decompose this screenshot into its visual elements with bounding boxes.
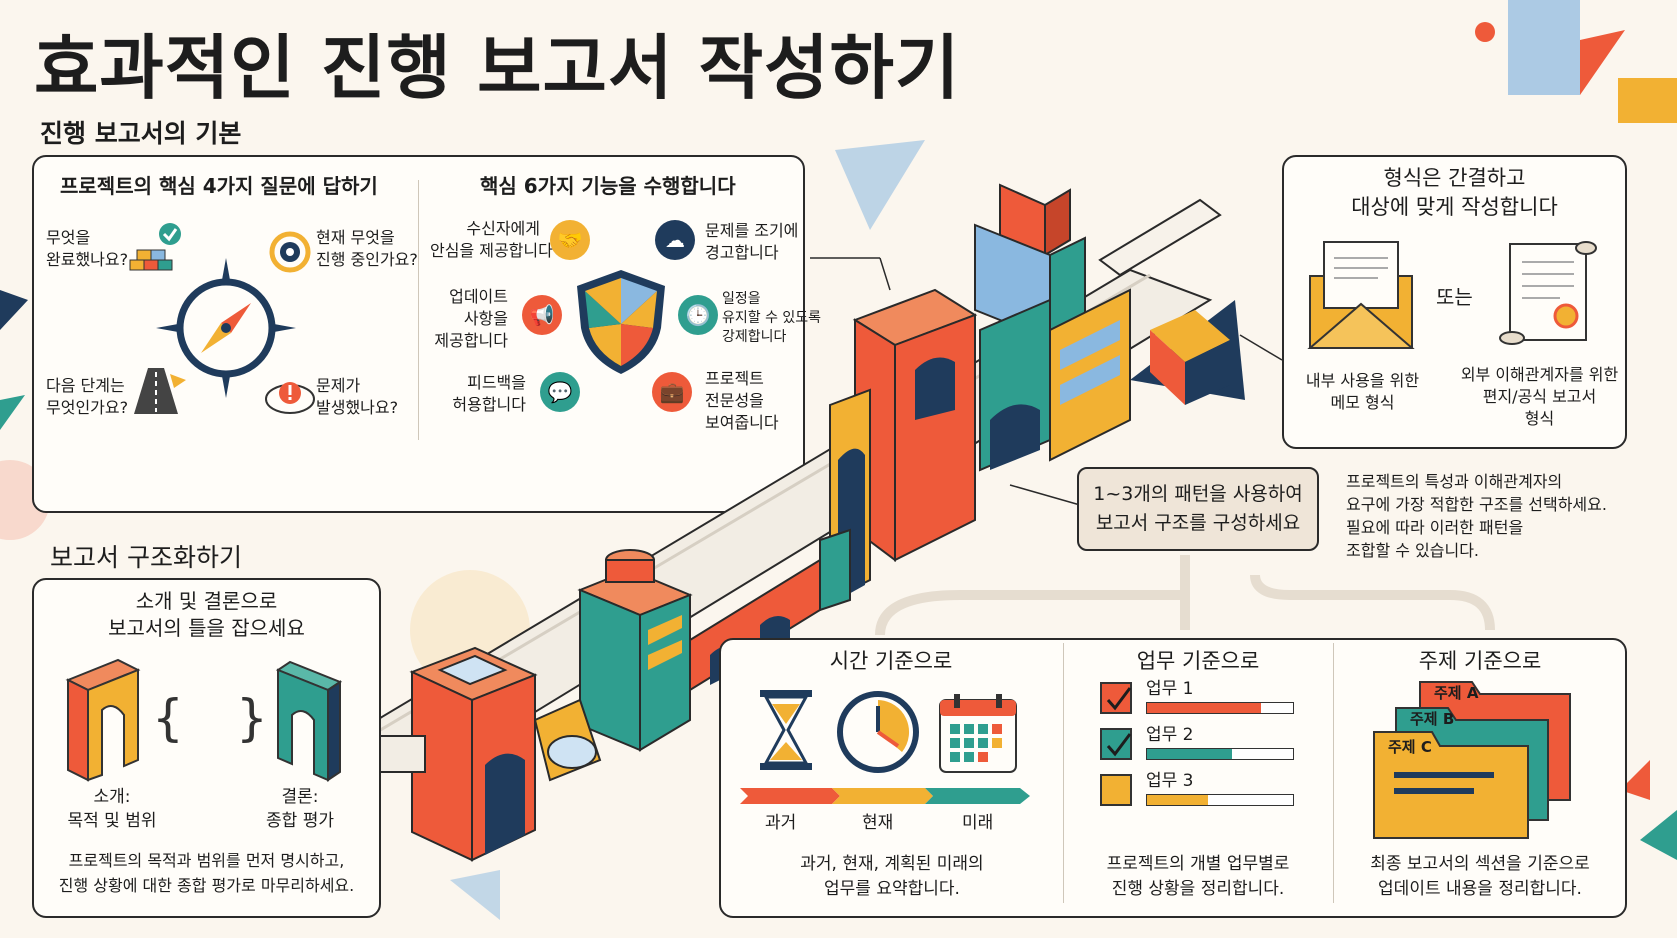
timeline-present: 현재 — [862, 813, 894, 833]
function-warn: 문제를 조기에 경고합니다 — [705, 221, 799, 262]
timeline-future: 미래 — [962, 813, 994, 833]
task-label: 업무 2 — [1146, 725, 1194, 745]
topic-pattern-description: 최종 보고서의 섹션을 기준으로 업데이트 내용을 정리합니다. — [1370, 854, 1590, 899]
road-icon — [134, 368, 186, 414]
task-progress-fill — [1147, 749, 1232, 759]
svg-text:{: { — [152, 689, 184, 747]
question-in-progress: 현재 무엇을 진행 중인가요? — [316, 228, 418, 269]
conclusion-label: 결론: 종합 평가 — [266, 787, 334, 831]
pattern-callout — [1077, 467, 1319, 551]
svg-text:}: } — [236, 689, 268, 747]
megaphone-icon: 📢 — [522, 295, 562, 335]
briefcase-icon: 💼 — [652, 372, 692, 412]
task-progress-bar — [1146, 748, 1294, 760]
task-progress-bar — [1146, 794, 1294, 806]
function-updates: 업데이트 사항을 제공합니다 — [434, 287, 508, 350]
topic-pattern-heading: 주제 기준으로 — [1418, 649, 1542, 673]
chat-bubble-icon: 💬 — [540, 372, 580, 412]
timeline-past: 과거 — [765, 813, 797, 833]
page-title: 효과적인 진행 보고서 작성하기 — [34, 27, 961, 109]
handshake-icon: 🤝 — [550, 220, 590, 260]
memo-format-label: 내부 사용을 위한 메모 형식 — [1305, 371, 1420, 412]
envelope-icon — [1307, 241, 1415, 349]
task-progress-bar — [1146, 702, 1294, 714]
shield-icon — [577, 270, 665, 374]
task-progress-fill — [1147, 703, 1261, 713]
task-checkbox — [1100, 682, 1132, 714]
topic-b-label: 주제 B — [1410, 710, 1455, 728]
basics-divider — [418, 180, 419, 440]
questions-heading: 프로젝트의 핵심 4가지 질문에 답하기 — [60, 174, 378, 198]
hourglass-icon — [760, 690, 812, 770]
function-reassure: 수신자에게 안심을 제공합니다 — [430, 219, 553, 260]
time-pattern-description: 과거, 현재, 계획된 미래의 업무를 요약합니다. — [800, 854, 984, 899]
blocks-checkmark-icon — [129, 223, 181, 271]
function-feedback: 피드백을 허용합니다 — [452, 373, 526, 414]
task-pattern-heading: 업무 기준으로 — [1136, 649, 1260, 673]
letter-format-label: 외부 이해관계자를 위한 편지/공식 보고서 형식 — [1460, 365, 1619, 428]
question-problems: 문제가 발생했나요? — [316, 376, 399, 417]
pattern-note: 프로젝트의 특성과 이해관계자의 요구에 가장 적합한 구조를 선택하세요. 필… — [1346, 472, 1607, 560]
or-label: 또는 — [1436, 285, 1473, 309]
calendar-icon — [939, 694, 1017, 773]
question-next-steps: 다음 단계는 무엇인가요? — [46, 376, 129, 417]
functions-heading: 핵심 6가지 기능을 수행합니다 — [480, 174, 736, 198]
clock-icon: 🕒 — [678, 295, 718, 335]
basics-heading: 진행 보고서의 기본 — [40, 119, 242, 148]
topic-a-label: 주제 A — [1434, 684, 1479, 702]
pattern-callout-text: 1~3개의 패턴을 사용하여 보고서 구조를 구성하세요 — [1093, 483, 1303, 534]
topic-c-label: 주제 C — [1388, 738, 1432, 756]
intro-label: 소개: 목적 및 범위 — [67, 787, 157, 831]
storm-cloud-icon: ☁ — [655, 220, 695, 260]
gear-cycle-icon — [269, 231, 311, 273]
structure-heading: 보고서 구조화하기 — [50, 543, 242, 572]
patterns-divider-2 — [1333, 643, 1334, 903]
scroll-letter-icon — [1499, 241, 1597, 345]
format-heading: 형식은 간결하고 대상에 맞게 작성합니다 — [1351, 166, 1558, 219]
arch-brackets-icon: { } — [65, 658, 343, 782]
timeline-arrow — [740, 788, 1030, 804]
frame-heading: 소개 및 결론으로 보고서의 틀을 잡으세요 — [108, 589, 305, 640]
patterns-divider-1 — [1063, 643, 1064, 903]
task-checkbox — [1100, 728, 1132, 760]
function-expertise: 프로젝트 전문성을 보여줍니다 — [705, 369, 779, 432]
compass-icon — [156, 258, 296, 398]
frame-description: 프로젝트의 목적과 범위를 먼저 명시하고, 진행 상황에 대한 종합 평가로 … — [58, 851, 355, 895]
folders-icon — [1373, 681, 1571, 839]
task-progress-fill — [1147, 795, 1209, 805]
question-completed: 무엇을 완료했나요? — [46, 228, 129, 269]
alert-cloud-icon — [265, 382, 315, 414]
task-label: 업무 3 — [1146, 771, 1194, 791]
function-schedule: 일정을 유지할 수 있도록 강제합니다 — [722, 291, 822, 345]
task-checkbox — [1100, 774, 1132, 806]
clock-face-icon — [837, 691, 919, 773]
task-label: 업무 1 — [1146, 679, 1194, 699]
task-pattern-description: 프로젝트의 개별 업무별로 진행 상황을 정리합니다. — [1106, 854, 1290, 899]
time-pattern-heading: 시간 기준으로 — [829, 649, 953, 673]
